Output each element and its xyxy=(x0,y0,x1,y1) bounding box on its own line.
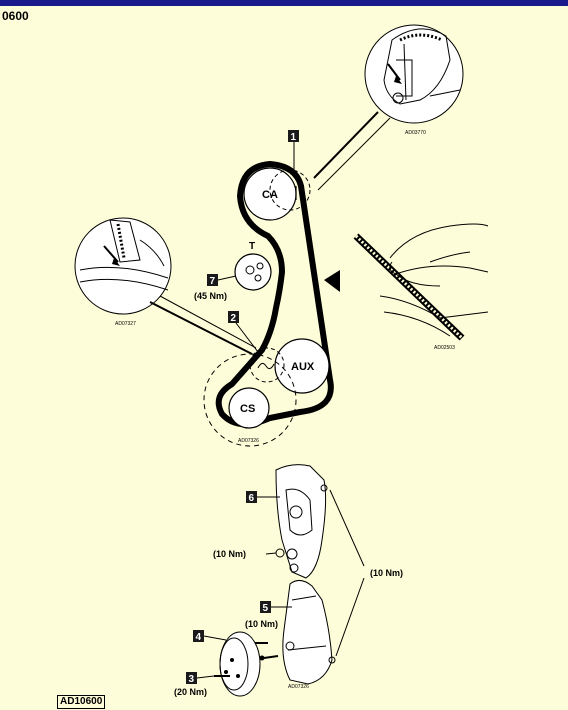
tensioner-torque: (45 Nm) xyxy=(194,291,227,301)
callout-7-box xyxy=(207,274,218,286)
callout-leader xyxy=(203,635,227,641)
main-diagram-ref: AD07326 xyxy=(238,438,259,444)
auxiliary-pulley xyxy=(274,338,330,394)
inspection-circle xyxy=(269,169,311,211)
tensioner-bolt xyxy=(254,274,262,282)
crank-detail-ref: AD07327 xyxy=(115,321,136,327)
cover-torque-lower: (10 Nm) xyxy=(245,619,278,629)
camshaft-detail-inset xyxy=(364,24,464,124)
crank-area-circle xyxy=(203,353,297,447)
crank-detail-inset xyxy=(74,217,172,315)
callout-4: 4 xyxy=(196,632,202,643)
inspection-circle xyxy=(249,347,285,383)
callout-leader xyxy=(217,275,237,281)
auxiliary-pulley-label: AUX xyxy=(291,361,315,373)
belt-detail-ref: AD02503 xyxy=(434,345,455,351)
torque-leader xyxy=(335,577,365,657)
callout-4-box xyxy=(193,630,204,642)
crank-pulley-torque: (20 Nm) xyxy=(174,687,207,697)
tensioner-bolt xyxy=(256,262,264,270)
timing-mark xyxy=(257,362,275,370)
callout-1: 1 xyxy=(291,132,297,143)
callout-2-box xyxy=(228,311,239,323)
callout-3: 3 xyxy=(189,674,195,685)
callout-leader xyxy=(196,675,215,679)
crankshaft-pulley xyxy=(228,387,270,429)
torque-leader xyxy=(265,552,277,555)
callout-6-box xyxy=(246,491,257,503)
callout-1-box xyxy=(288,130,299,142)
rotation-direction-arrow xyxy=(324,270,340,292)
cover-torque-right: (10 Nm) xyxy=(370,568,403,578)
inset-leader-line xyxy=(159,295,257,349)
timing-cover-assembly xyxy=(214,464,336,697)
camshaft-detail-ref: AD03770 xyxy=(405,130,426,136)
tensioner-pulley xyxy=(234,253,272,291)
cover-torque-left: (10 Nm) xyxy=(213,549,246,559)
belt-hand-detail xyxy=(353,223,489,341)
torque-leader xyxy=(329,489,365,567)
callout-5-box xyxy=(260,601,271,613)
camshaft-pulley-label: CA xyxy=(262,189,278,201)
tensioner-label: T xyxy=(249,241,255,252)
callout-7: 7 xyxy=(210,276,216,287)
page-code: 0600 xyxy=(2,9,29,23)
inset-leader-line xyxy=(313,111,379,179)
cover-assembly-ref: AD07326 xyxy=(288,684,309,690)
tensioner-bolt xyxy=(245,265,255,275)
callout-2: 2 xyxy=(231,313,237,324)
callout-6: 6 xyxy=(249,493,255,504)
crankshaft-pulley-label: CS xyxy=(240,403,255,415)
callout-leader xyxy=(235,322,259,353)
callout-3-box xyxy=(186,672,197,684)
header-bar xyxy=(0,0,568,6)
inset-leader-line xyxy=(317,117,391,191)
figure-reference: AD10600 xyxy=(57,695,106,709)
callout-5: 5 xyxy=(263,603,269,614)
inset-leader-line xyxy=(149,301,253,355)
